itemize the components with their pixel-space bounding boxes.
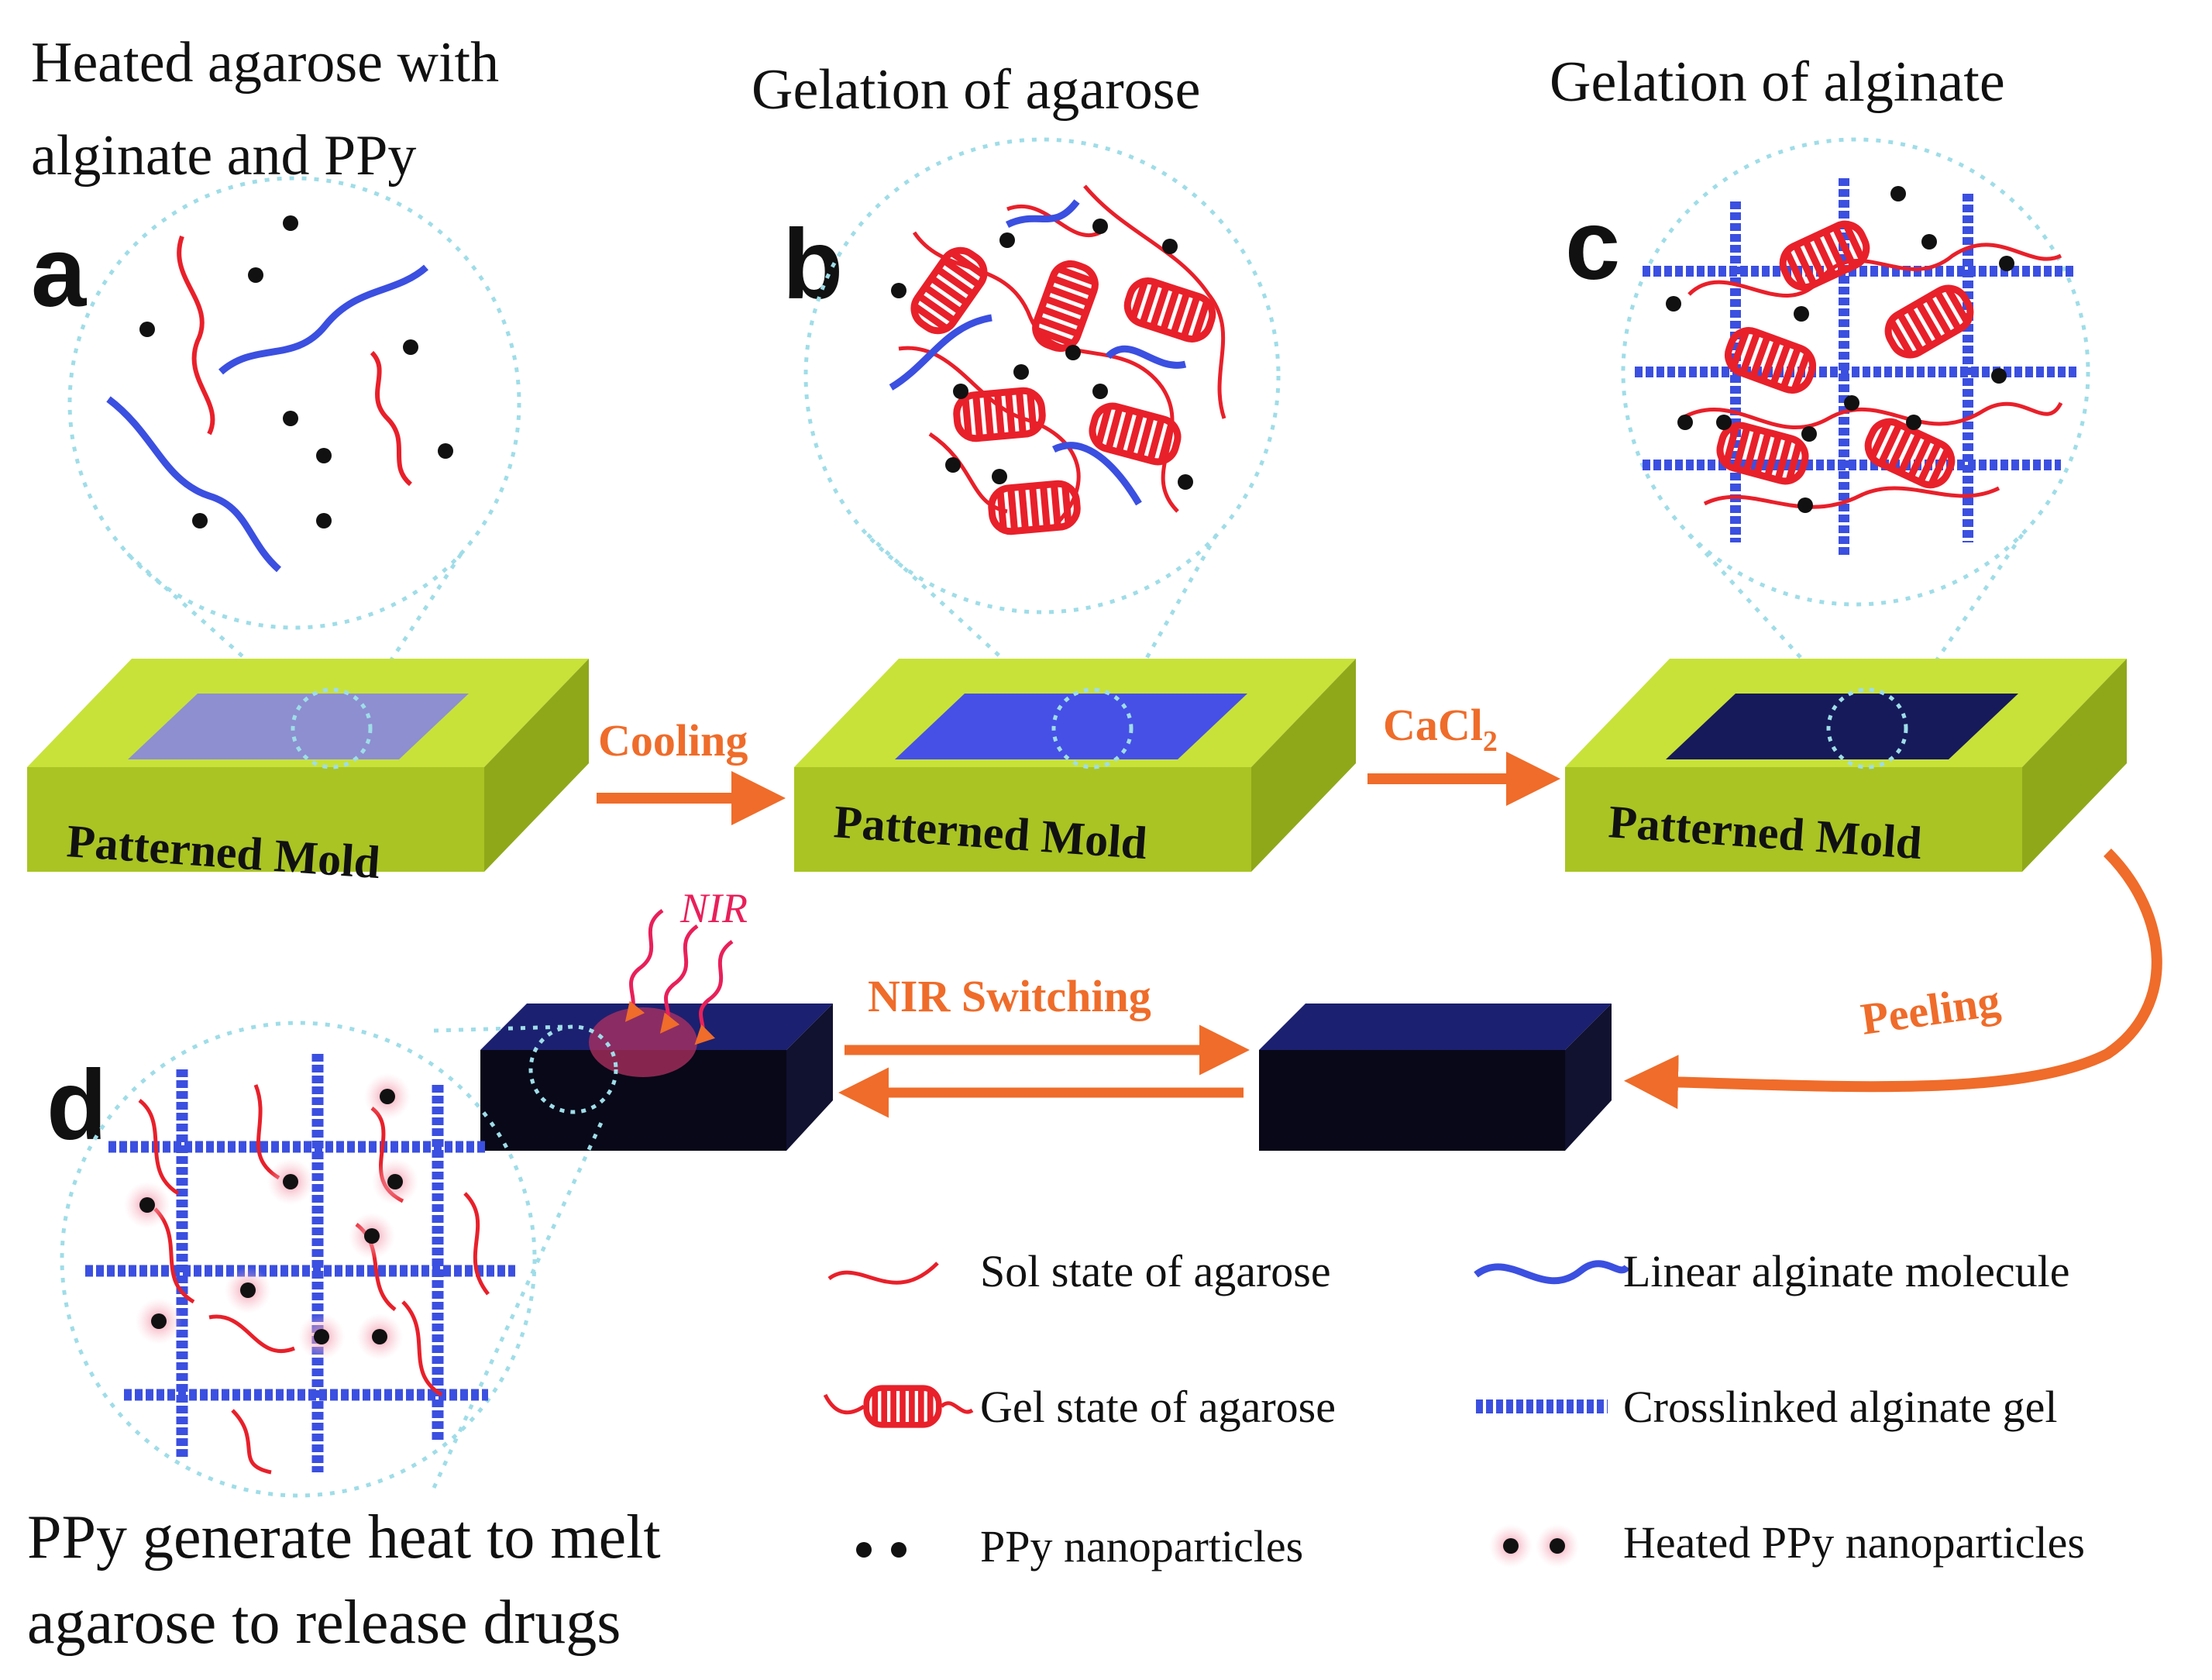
panel-d-caption-line2: agarose to release drugs [27,1589,621,1657]
gel-block-left [480,1004,833,1151]
legend: Sol state of agarose Gel state of agaros… [823,1246,2085,1572]
legend-ppy-symbol [856,1542,906,1558]
nir-switching-label: NIR Switching [868,971,1151,1021]
legend-linear-alginate-symbol [1474,1260,1630,1285]
panel-a-caption-line2: alginate and PPy [31,124,416,188]
panel-a-caption-line1: Heated agarose with [31,31,499,95]
mold-a: Patterned Mold [27,659,589,888]
gel-block-right [1259,1004,1612,1151]
legend-heated-ppy-label: Heated PPy nanoparticles [1623,1517,2085,1568]
zoom-circle-a [67,176,521,714]
mold-c: Patterned Mold [1565,659,2127,872]
panel-a-letter: a [31,217,87,328]
panel-b-caption: Gelation of agarose [752,58,1200,122]
legend-crosslinked-alginate-label: Crosslinked alginate gel [1623,1382,2058,1432]
panel-d-letter: d [46,1050,107,1161]
legend-gel-agarose-label: Gel state of agarose [980,1382,1336,1432]
nir-label: NIR [679,885,748,931]
cacl2-label: CaCl2 [1383,700,1498,758]
legend-sol-agarose-symbol [827,1262,939,1285]
legend-sol-agarose-label: Sol state of agarose [980,1246,1331,1296]
legend-heated-ppy-symbol [1489,1524,1579,1568]
nir-rays [624,908,734,1045]
panel-c-letter: c [1565,190,1620,301]
legend-gel-agarose-symbol [823,1388,974,1425]
peeling-arrow [1624,849,2162,1110]
cooling-label: Cooling [598,715,748,766]
zoom-circle-c [1621,137,2090,707]
legend-linear-alginate-label: Linear alginate molecule [1623,1246,2070,1296]
panel-d-caption-line1: PPy generate heat to melt [27,1503,661,1572]
legend-ppy-label: PPy nanoparticles [980,1521,1303,1572]
zoom-circle-b [803,137,1281,714]
zoom-circle-d [60,1021,607,1498]
panel-c-caption: Gelation of alginate [1550,50,2005,114]
mold-b: Patterned Mold [794,659,1356,872]
peeling-label: Peeling [1858,975,2004,1044]
